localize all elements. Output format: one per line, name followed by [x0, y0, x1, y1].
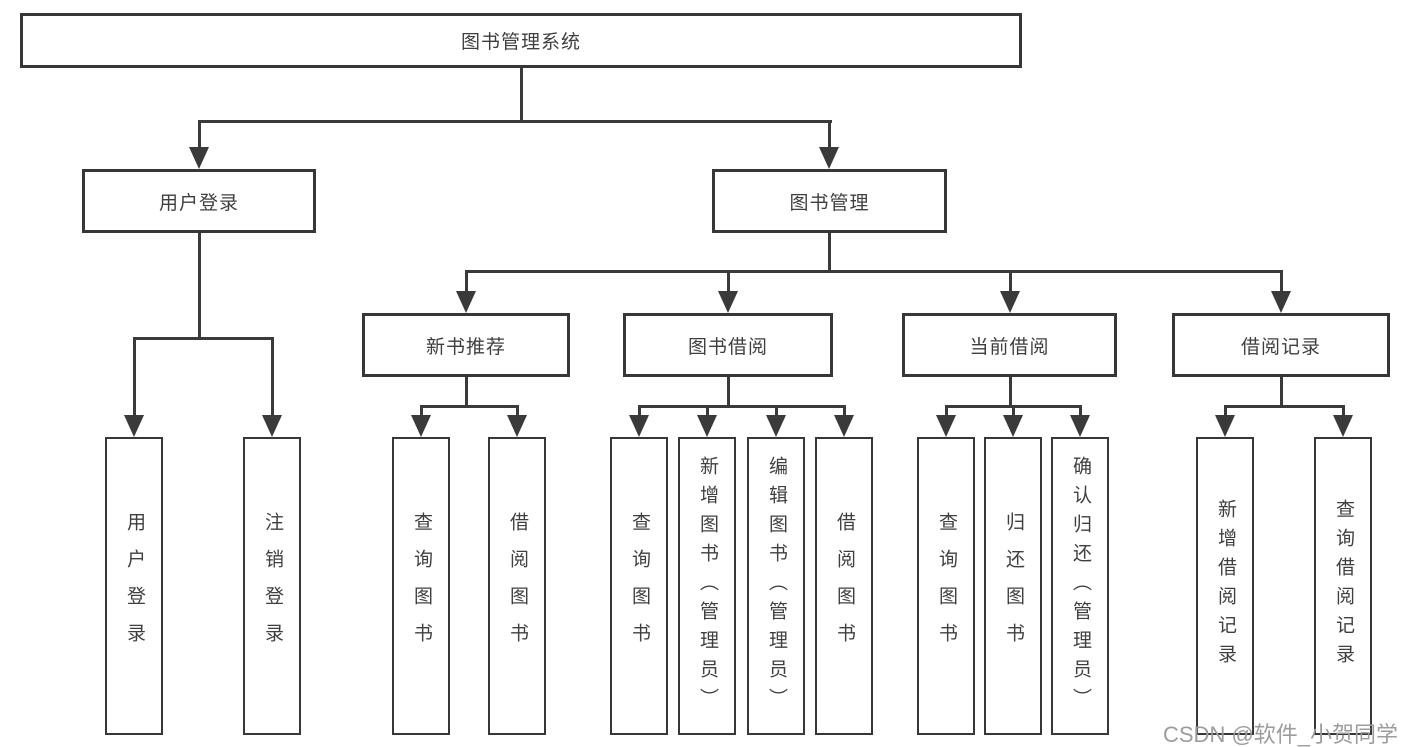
connector-line [420, 405, 519, 408]
connector-line [775, 405, 778, 417]
arrow-down-icon [1271, 291, 1291, 313]
node-root-library-system: 图书管理系统 [20, 13, 1022, 68]
csdn-watermark: CSDN @软件_小贺同学 [1163, 722, 1399, 747]
node-user-login: 用户登录 [82, 169, 316, 233]
connector-line [465, 270, 468, 295]
connector-line [1079, 405, 1082, 417]
arrow-down-icon [189, 147, 209, 169]
arrow-down-icon [766, 415, 786, 437]
node-new-book-recommend: 新书推荐 [362, 313, 570, 377]
connector-line [198, 120, 832, 123]
leaf-query-books-recommend: 查询图书 [392, 437, 450, 735]
leaf-user-login: 用户登录 [105, 437, 163, 735]
arrow-down-icon [262, 415, 282, 437]
connector-line [638, 405, 846, 408]
arrow-down-icon [1000, 291, 1020, 313]
connector-line [1280, 270, 1283, 295]
arrow-down-icon [697, 415, 717, 437]
connector-line [1012, 405, 1015, 417]
arrow-down-icon [507, 415, 527, 437]
connector-line [1009, 270, 1012, 295]
node-book-management: 图书管理 [712, 169, 947, 233]
arrow-down-icon [124, 415, 144, 437]
arrow-down-icon [819, 147, 839, 169]
connector-line [198, 120, 201, 151]
leaf-borrow-books-borrow: 借阅图书 [815, 437, 873, 735]
connector-line [1280, 377, 1283, 405]
node-book-borrow: 图书借阅 [623, 313, 833, 377]
connector-line [706, 405, 709, 417]
connector-line [465, 270, 1283, 273]
connector-line [516, 405, 519, 417]
leaf-logout: 注销登录 [243, 437, 301, 735]
arrow-down-icon [1070, 415, 1090, 437]
connector-line [198, 233, 201, 337]
connector-line [465, 377, 468, 405]
arrow-down-icon [456, 291, 476, 313]
connector-line [133, 337, 136, 421]
leaf-add-borrow-record: 新增借阅记录 [1196, 437, 1254, 735]
arrow-down-icon [1333, 415, 1353, 437]
leaf-borrow-books-recommend: 借阅图书 [488, 437, 546, 735]
connector-line [1342, 405, 1345, 417]
connector-line [1009, 377, 1012, 405]
connector-line [420, 405, 423, 417]
arrow-down-icon [411, 415, 431, 437]
leaf-edit-book-admin: 编辑图书（管理员） [747, 437, 805, 735]
arrow-down-icon [834, 415, 854, 437]
node-current-borrow: 当前借阅 [902, 313, 1117, 377]
leaf-confirm-return-admin: 确认归还（管理员） [1051, 437, 1109, 735]
leaf-add-book-admin: 新增图书（管理员） [678, 437, 736, 735]
connector-line [133, 337, 274, 340]
connector-line [828, 233, 831, 270]
connector-line [727, 377, 730, 405]
arrow-down-icon [1215, 415, 1235, 437]
connector-line [1224, 405, 1345, 408]
leaf-return-books: 归还图书 [984, 437, 1042, 735]
arrow-down-icon [936, 415, 956, 437]
connector-line [828, 120, 831, 151]
connector-line [945, 405, 948, 417]
connector-line [638, 405, 641, 417]
connector-line [727, 270, 730, 295]
leaf-query-books-borrow: 查询图书 [610, 437, 668, 735]
arrow-down-icon [629, 415, 649, 437]
leaf-query-books-current: 查询图书 [917, 437, 975, 735]
connector-line [271, 337, 274, 421]
arrow-down-icon [1003, 415, 1023, 437]
node-borrow-records: 借阅记录 [1172, 313, 1390, 377]
leaf-query-borrow-record: 查询借阅记录 [1314, 437, 1372, 735]
connector-line [1224, 405, 1227, 417]
connector-line [843, 405, 846, 417]
connector-line [520, 68, 523, 120]
arrow-down-icon [718, 291, 738, 313]
